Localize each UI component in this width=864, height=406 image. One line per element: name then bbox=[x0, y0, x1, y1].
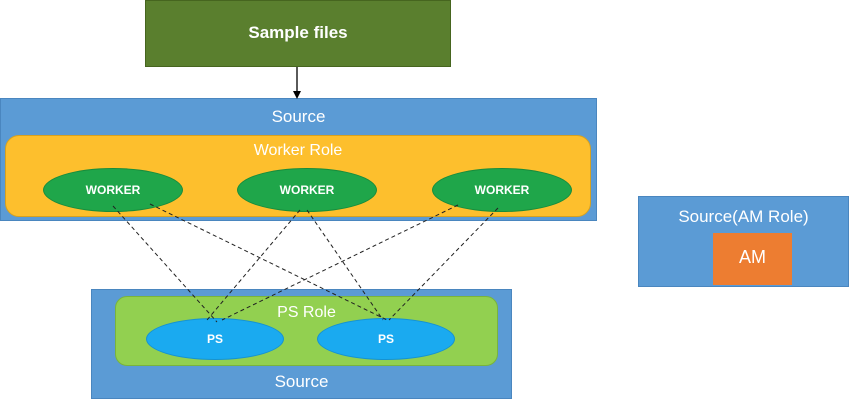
ps-node: PS bbox=[317, 318, 455, 360]
ps-node-label: PS bbox=[206, 332, 223, 346]
worker-node: WORKER bbox=[432, 168, 572, 212]
ps-node: PS bbox=[146, 318, 284, 360]
worker-node-label: WORKER bbox=[474, 183, 530, 197]
worker-node: WORKER bbox=[237, 168, 377, 212]
am-box: AM bbox=[713, 233, 792, 285]
source-top-label: Source bbox=[271, 107, 326, 126]
sample-files-label: Sample files bbox=[248, 23, 348, 42]
worker-node-label: WORKER bbox=[85, 183, 141, 197]
ps-role-label: PS Role bbox=[277, 304, 336, 321]
ps-node-label: PS bbox=[377, 332, 394, 346]
source-am-label: Source(AM Role) bbox=[678, 207, 809, 226]
am-label: AM bbox=[739, 247, 766, 267]
sample-files-box: Sample files bbox=[145, 0, 451, 67]
worker-node: WORKER bbox=[43, 168, 183, 212]
worker-node-label: WORKER bbox=[279, 183, 335, 197]
worker-role-label: Worker Role bbox=[253, 142, 343, 159]
source-bottom-label: Source bbox=[274, 372, 329, 391]
